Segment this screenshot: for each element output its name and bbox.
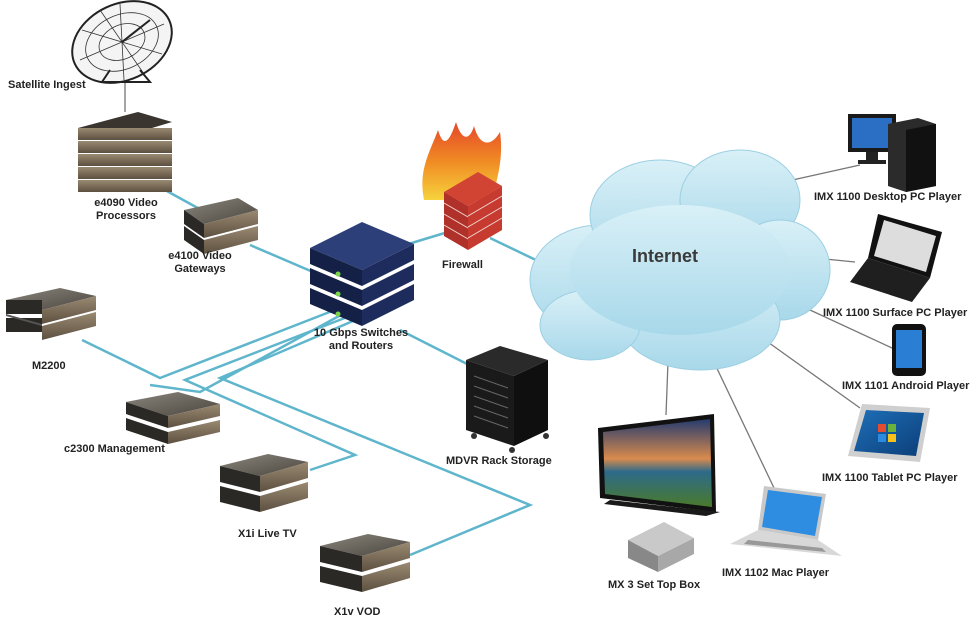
link-c2300-switch <box>149 308 351 394</box>
switches-label: 10 Gbps Switches and Routers <box>306 327 416 353</box>
video-processors-icon <box>78 112 172 192</box>
mdvr-rack-icon <box>466 346 549 453</box>
surface-player-label: IMX 1100 Surface PC Player <box>823 307 968 319</box>
video-gateways-icon <box>184 198 258 254</box>
m2200-label: M2200 <box>32 360 66 372</box>
set-top-box-icon <box>628 522 694 572</box>
video-gateways-label-line1: e4100 Video <box>168 250 232 262</box>
link-switch-mdvr <box>399 328 476 370</box>
c2300-label: c2300 Management <box>64 443 165 455</box>
tv-icon <box>598 414 720 516</box>
set-top-box-label: MX 3 Set Top Box <box>608 579 701 591</box>
link-gateways-switch <box>249 243 321 277</box>
desktop-player-label: IMX 1100 Desktop PC Player <box>814 191 962 203</box>
link-cloud-mac <box>711 357 776 491</box>
link-cloud-android <box>809 309 893 349</box>
firewall-icon <box>422 122 503 250</box>
link-firewall-internet <box>489 236 541 264</box>
desktop-pc-icon <box>848 114 936 192</box>
m2200-server-icon <box>6 288 96 340</box>
video-gateways-label-line2: Gateways <box>174 263 226 275</box>
video-processors-label-line1: e4090 Video <box>94 197 158 209</box>
mdvr-label: MDVR Rack Storage <box>446 455 552 467</box>
firewall-label: Firewall <box>442 259 483 271</box>
x1v-label: X1v VOD <box>334 606 381 618</box>
switches-label-line2: and Routers <box>328 340 394 352</box>
internet-cloud-icon <box>529 149 831 371</box>
internet-label: Internet <box>632 246 699 266</box>
links <box>81 188 541 557</box>
tablet-pc-icon <box>848 404 930 462</box>
satellite-ingest-label: Satellite Ingest <box>8 79 86 91</box>
link-x1i-switch <box>181 312 359 472</box>
link-cloud-tv <box>665 361 669 416</box>
switches-routers-icon <box>310 222 414 326</box>
link-x1v-switch <box>216 316 534 557</box>
x1i-server-icon <box>220 454 308 512</box>
android-phone-icon <box>892 324 926 376</box>
android-player-label: IMX 1101 Android Player <box>842 380 970 392</box>
video-processors-label: e4090 Video Processors <box>78 197 174 223</box>
link-m2200-switch <box>81 304 346 380</box>
tablet-player-label: IMX 1100 Tablet PC Player <box>822 472 958 484</box>
link-cloud-tablet <box>764 339 861 409</box>
video-gateways-label: e4100 Video Gateways <box>152 250 248 276</box>
mac-laptop-icon <box>730 486 842 556</box>
link-switch-firewall <box>404 230 449 247</box>
mac-player-label: IMX 1102 Mac Player <box>722 567 830 579</box>
x1v-server-icon <box>320 534 410 592</box>
switches-label-line1: 10 Gbps Switches <box>313 327 409 339</box>
x1i-label: X1i Live TV <box>238 528 297 540</box>
satellite-dish-icon <box>71 0 173 84</box>
video-processors-label-line2: Processors <box>96 210 156 222</box>
c2300-server-icon <box>126 392 220 444</box>
